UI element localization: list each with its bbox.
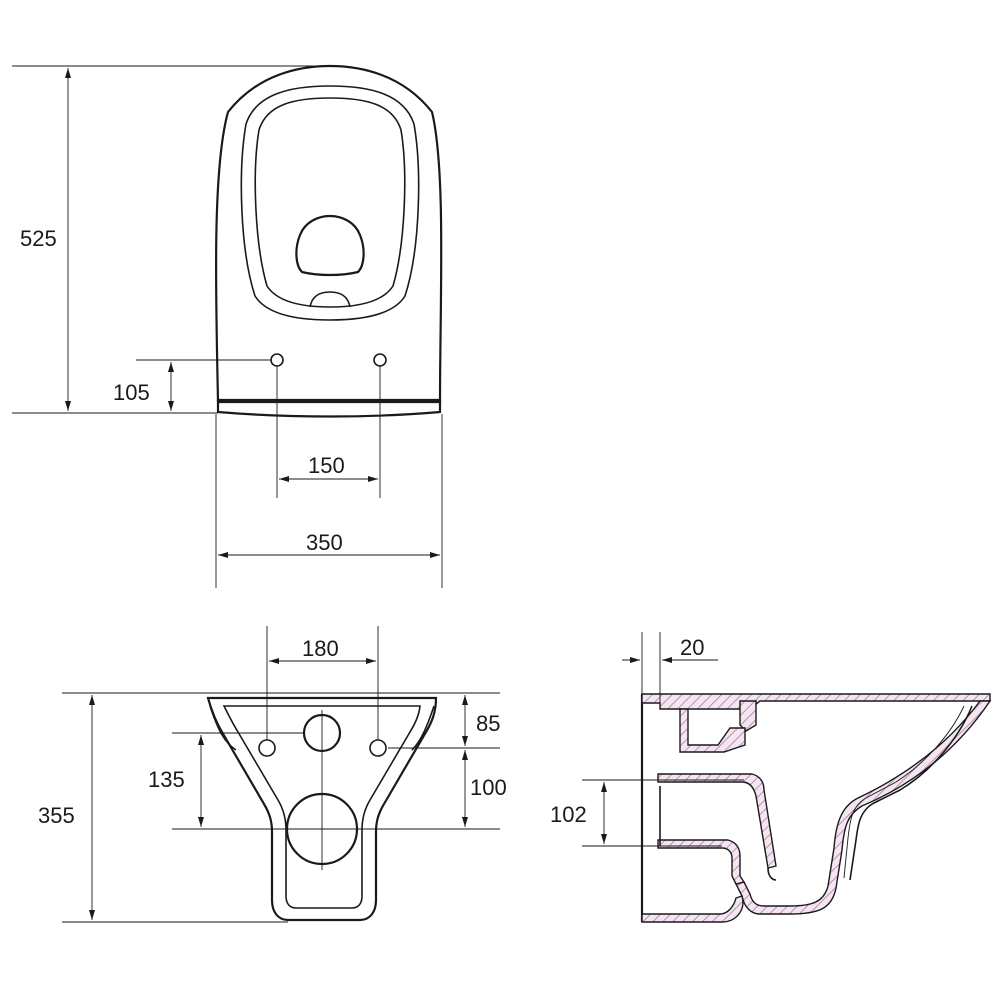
inner-rim-inner <box>254 97 406 308</box>
inner-rim-outer <box>240 85 420 321</box>
section-base-wall <box>641 895 744 923</box>
dim-label-20: 20 <box>680 635 704 660</box>
section-inner-baffle <box>679 708 746 753</box>
dim-label-102: 102 <box>550 802 587 827</box>
section-bowl-wall <box>734 700 992 915</box>
dim-label-355: 355 <box>38 803 75 828</box>
fixing-hole-right <box>373 353 387 367</box>
top-view: 525 105 150 350 <box>12 64 443 588</box>
flush-outlet-top <box>309 291 351 308</box>
dim-label-150: 150 <box>308 453 345 478</box>
dim-label-100: 100 <box>470 775 507 800</box>
dim-label-105: 105 <box>113 380 150 405</box>
front-view: 180 355 135 85 100 <box>38 626 507 923</box>
bowl-outline-front <box>206 696 438 922</box>
dim-label-350: 350 <box>306 530 343 555</box>
bowl-inner-offset-front <box>222 705 421 909</box>
side-wing-left <box>209 705 237 751</box>
bowl-base-band <box>216 398 442 418</box>
section-mid-wall <box>657 773 777 869</box>
section-view: 20 102 <box>550 632 992 923</box>
fixing-hole-left <box>270 353 284 367</box>
dim-label-180: 180 <box>302 636 339 661</box>
flush-channel <box>849 705 973 881</box>
fixing-hole-front-left <box>258 739 276 757</box>
dim-label-525: 525 <box>20 226 57 251</box>
bowl-outline-top <box>214 64 443 404</box>
side-wing-right <box>411 705 435 751</box>
drain-opening-top <box>295 214 365 277</box>
fixing-hole-front-right <box>369 739 387 757</box>
section-top-wall <box>641 693 991 710</box>
drain-throat <box>767 867 777 881</box>
dim-label-85: 85 <box>476 711 500 736</box>
dim-label-135: 135 <box>148 767 185 792</box>
section-rim-lip <box>739 700 757 732</box>
section-trap-bottom <box>657 839 746 885</box>
flush-channel-inner <box>843 705 965 879</box>
